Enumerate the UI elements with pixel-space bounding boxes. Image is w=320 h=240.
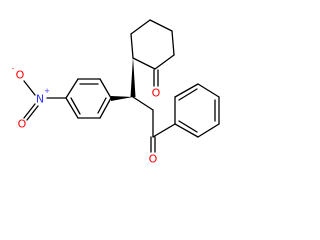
cyclohexanone-ring bbox=[130, 19, 175, 87]
wedge-bond-ring-to-center bbox=[130, 57, 136, 97]
bond-ph-3 bbox=[197, 83, 220, 98]
bond-ring-c2-c3 bbox=[130, 19, 151, 35]
atom-labels: N + O - O O O bbox=[12, 65, 161, 166]
bond-ring-c4-c5 bbox=[171, 30, 175, 56]
bond-ring-c6-c1 bbox=[132, 57, 156, 70]
bond-np-4 bbox=[65, 97, 79, 119]
nitro-oxygen-double-label: O bbox=[18, 118, 27, 131]
nitro-oxygen-minus-label: O bbox=[16, 69, 25, 82]
chain-ketone-oxygen-label: O bbox=[149, 153, 158, 166]
nitro-oxygen-minus-charge: - bbox=[12, 65, 15, 73]
stereo-bonds bbox=[111, 57, 154, 138]
bond-np-inner-b bbox=[70, 97, 81, 115]
wedge-bond-center-to-nitrophenyl bbox=[111, 96, 133, 101]
bond-np-1 bbox=[99, 78, 112, 99]
bond-ring-c1-c2 bbox=[130, 33, 134, 59]
phenyl-ring bbox=[174, 83, 220, 138]
bond-np-6 bbox=[99, 97, 112, 119]
bond-ring-c3-c4 bbox=[149, 19, 173, 32]
bond-ph-inner-a bbox=[178, 88, 198, 101]
nitro-group bbox=[23, 80, 39, 121]
bond-np-inner-c bbox=[97, 97, 107, 114]
bond-ph-inner-c bbox=[178, 120, 198, 133]
bond-n-to-o-double-2 bbox=[26, 105, 39, 121]
nitro-nitrogen-label: N bbox=[36, 93, 44, 106]
bond-ring-c5-c6 bbox=[154, 54, 175, 70]
molecule-structure-diagram: N + O - O O O bbox=[12, 19, 220, 166]
ring-ketone-oxygen-label: O bbox=[152, 87, 161, 100]
bond-ph-5 bbox=[197, 123, 220, 138]
bond-np-3 bbox=[65, 78, 79, 99]
bond-n-to-o-double-1 bbox=[23, 103, 36, 119]
bond-n-to-o-minus bbox=[23, 80, 36, 96]
bond-carbonyl-to-phenyl bbox=[152, 123, 176, 138]
nitrophenyl-ring bbox=[46, 78, 112, 119]
bond-ph-2 bbox=[174, 83, 199, 98]
nitro-nitrogen-charge: + bbox=[44, 87, 50, 95]
bond-center-to-ch2 bbox=[132, 96, 154, 111]
bond-ph-6 bbox=[174, 123, 199, 138]
chain-carbonyl bbox=[150, 123, 176, 153]
